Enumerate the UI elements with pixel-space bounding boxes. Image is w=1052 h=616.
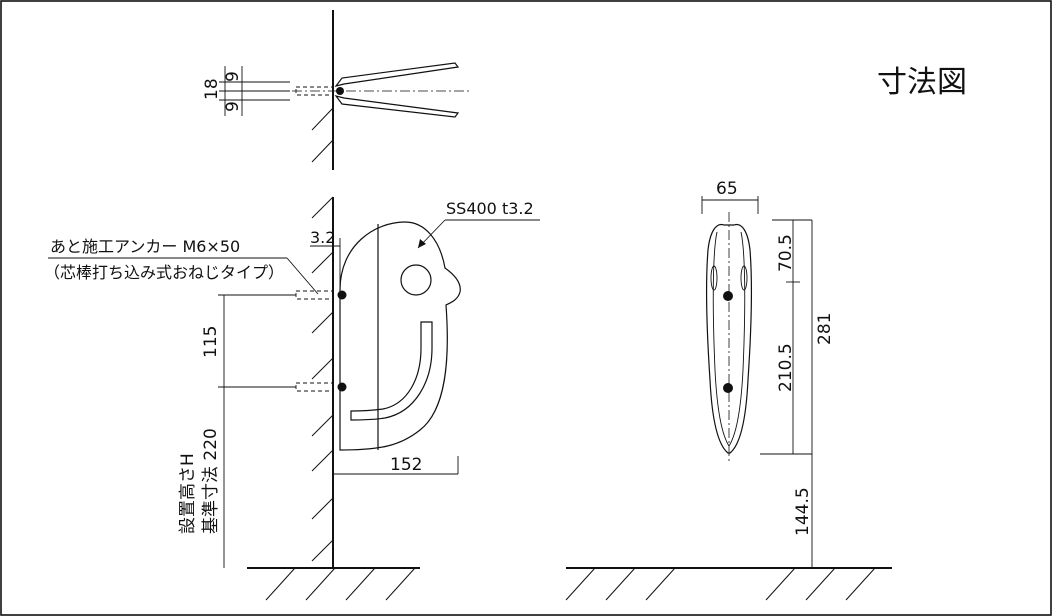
plate-hook-slot xyxy=(350,321,433,421)
front-view-floor xyxy=(247,567,420,601)
plate-eye-hole xyxy=(400,264,432,296)
drawing-title: 寸法図 xyxy=(877,65,967,100)
top-view-anchor-bolt xyxy=(295,86,344,96)
side-view-body xyxy=(706,212,752,462)
top-view-plate xyxy=(334,62,460,118)
reference-label-line1: 設置高さH xyxy=(178,453,198,534)
plate-width-dimension: 152 xyxy=(333,455,459,475)
front-view: SS400 t3.2 あと施工アンカー M6×50 （芯棒打ち込み式おねじタイプ… xyxy=(44,196,540,601)
dim-65: 65 xyxy=(716,179,738,199)
reference-label-line2: 基準寸法 220 xyxy=(201,428,221,534)
side-view: 65 70.5 210.5 281 144.5 xyxy=(565,179,892,601)
bolt-pitch-dimension: 115 基準寸法 220 設置高さH xyxy=(178,294,296,568)
dim-9-upper: 9 xyxy=(223,71,243,82)
top-view-thickness-dimension: 18 9 9 xyxy=(202,66,290,116)
dim-144-5: 144.5 xyxy=(793,487,813,536)
top-view-wall-hatch xyxy=(311,107,334,163)
front-view-plate xyxy=(339,221,461,451)
anchor-label-line1: あと施工アンカー M6×50 xyxy=(50,237,240,256)
material-callout: SS400 t3.2 xyxy=(417,199,540,249)
dim-115: 115 xyxy=(201,326,221,358)
front-view-anchor-bolts xyxy=(295,290,347,392)
side-depth-dimension: 65 xyxy=(701,179,759,214)
dim-18: 18 xyxy=(202,78,222,100)
dim-9-lower: 9 xyxy=(223,101,243,112)
dim-210-5: 210.5 xyxy=(776,343,796,392)
front-view-wall-hatch xyxy=(311,196,334,562)
anchor-callout: あと施工アンカー M6×50 （芯棒打ち込み式おねじタイプ） xyxy=(44,237,319,295)
side-view-floor xyxy=(565,567,892,601)
anchor-label-line2: （芯棒打ち込み式おねじタイプ） xyxy=(44,263,284,282)
dim-152: 152 xyxy=(390,455,422,475)
top-view: 18 9 9 xyxy=(202,10,470,170)
plate-thickness-dimension: 3.2 xyxy=(310,228,341,288)
material-label: SS400 t3.2 xyxy=(446,199,534,218)
dim-281: 281 xyxy=(815,313,835,345)
dim-70-5: 70.5 xyxy=(776,234,796,272)
dim-3-2: 3.2 xyxy=(310,228,335,247)
side-height-dimensions: 70.5 210.5 281 144.5 xyxy=(760,219,835,568)
